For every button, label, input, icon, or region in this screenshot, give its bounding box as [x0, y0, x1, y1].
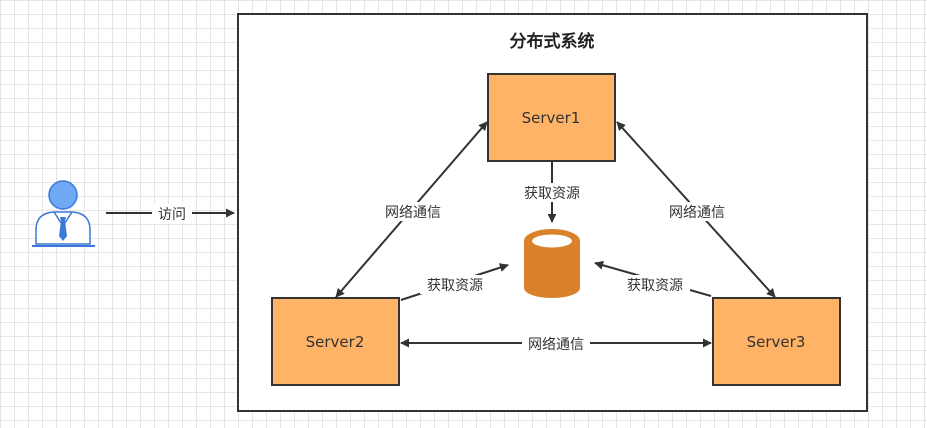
edge-label-server3-db: 获取资源: [627, 278, 683, 294]
server1-node: Server1: [487, 73, 616, 162]
server3-node: Server3: [712, 297, 841, 386]
user-icon: [32, 180, 95, 247]
server2-node: Server2: [271, 297, 400, 386]
edge-label-server1-server3: 网络通信: [669, 205, 725, 221]
edge-label-server1-server2: 网络通信: [385, 205, 441, 221]
server1-label: Server1: [522, 109, 581, 127]
edge-label-server2-server3: 网络通信: [528, 337, 584, 353]
edge-label-server2-db: 获取资源: [427, 278, 483, 294]
server2-label: Server2: [306, 333, 365, 351]
edge-label-server1-db: 获取资源: [524, 186, 580, 202]
database-icon: [524, 229, 580, 298]
server3-label: Server3: [747, 333, 806, 351]
system-title: 分布式系统: [510, 31, 595, 52]
access-label: 访问: [158, 207, 186, 223]
